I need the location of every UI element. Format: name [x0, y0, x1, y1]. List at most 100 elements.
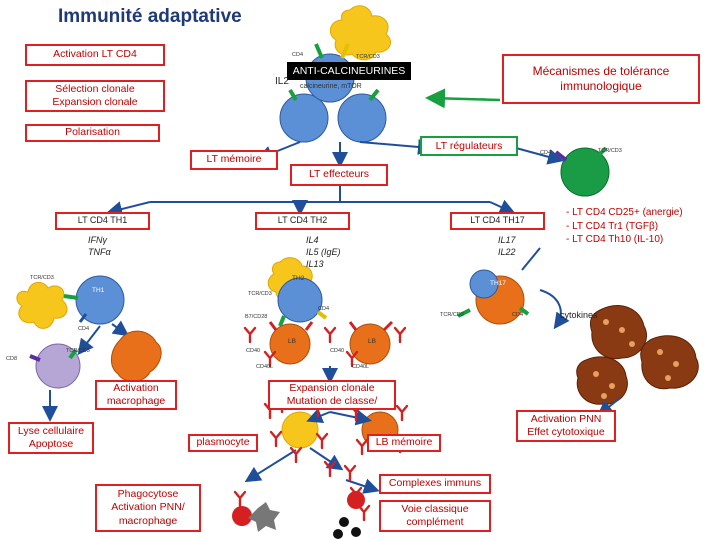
lt-cd4-th2-label: LT CD4 TH2 [277, 215, 328, 226]
lt-cd4-th17-box: LT CD4 TH17 [450, 212, 545, 230]
plasmocyte-cell [281, 411, 319, 449]
cd40-a-label: CD40 [246, 348, 261, 354]
pnn-cell-1 [589, 305, 647, 360]
tcr-reg-label: TCR/CD3 [598, 148, 622, 154]
dendritic-cell-top [329, 5, 391, 61]
cd40-b-label: CD40 [330, 348, 345, 354]
lt-cd4-th1-box: LT CD4 TH1 [55, 212, 150, 230]
lt-effecteurs-box: LT effecteurs [290, 164, 388, 186]
treg-item-th10: - LT CD4 Th10 (IL-10) [566, 234, 664, 245]
selection-line2: Expansion clonale [52, 96, 138, 108]
th1-cytokine-ifng: IFNγ [88, 235, 107, 245]
activation-macrophage-line2: macrophage [106, 395, 166, 407]
th17-cell-label: TH17 [490, 280, 506, 287]
phagocytose-line3: macrophage [118, 514, 178, 527]
t-cell-top-right [337, 93, 387, 143]
tolerance-line1: Mécanismes de tolérance [532, 64, 670, 78]
lt-cd4-th17-label: LT CD4 TH17 [470, 215, 525, 226]
dendritic-cell-left [16, 282, 68, 329]
complexes-immuns-label: Complexes immuns [388, 477, 482, 490]
th1-cell [75, 275, 125, 325]
lyse-line2: Apoptose [28, 438, 74, 450]
treg-item-cd25: - LT CD4 CD25+ (anergie) [566, 207, 683, 218]
plasmocyte-label: plasmocyte [196, 436, 250, 449]
polarisation-label: Polarisation [65, 126, 120, 139]
expansion-mutation-box: Expansion clonale Mutation de classe/ [268, 380, 396, 410]
cd4-th2-label: CD4 [318, 306, 330, 312]
selection-clonale-box: Sélection clonale Expansion clonale [25, 80, 165, 112]
th2-cytokine-il13: IL13 [306, 259, 324, 269]
calcineurine-mtor-label: calcineurine, mTOR [300, 83, 362, 90]
treg-list: - LT CD4 CD25+ (anergie) - LT CD4 Tr1 (T… [566, 206, 683, 247]
voie-line1: Voie classique [401, 502, 469, 515]
phagocytose-box: Phagocytose Activation PNN/ macrophage [95, 484, 201, 532]
b7-label: B7/CD28 [245, 314, 268, 320]
th17-cytokine-il17: IL17 [498, 235, 516, 245]
activation-lt-cd4-label: Activation LT CD4 [53, 48, 137, 61]
tcr-mac-label: TCR/CD3 [66, 348, 90, 354]
tcr-top-label: TCR/CD3 [356, 54, 380, 60]
tcr-th1-label: TCR/CD3 [30, 275, 54, 281]
pnn-cell-2 [640, 335, 699, 390]
th2-cell [277, 277, 323, 323]
activation-macrophage-box: Activation macrophage [95, 380, 177, 410]
polarisation-box: Polarisation [25, 124, 160, 142]
lt-cd4-th1-label: LT CD4 TH1 [77, 215, 128, 226]
lt-memoire-label: LT mémoire [206, 153, 262, 166]
tolerance-box: Mécanismes de tolérance immunologique [502, 54, 700, 104]
voie-classique-box: Voie classique complément [379, 500, 491, 532]
activation-macrophage-line1: Activation [113, 381, 159, 394]
th2-cell-label: TH2 [292, 275, 305, 282]
selection-line1: Sélection clonale [55, 82, 135, 95]
cd8-label: CD8 [6, 356, 18, 362]
lb-cell-2 [349, 323, 391, 365]
th1-cell-label: TH1 [92, 287, 105, 294]
expansion-line1: Expansion clonale [289, 381, 375, 394]
complexes-immuns-box: Complexes immuns [379, 474, 491, 494]
phagocytose-line2: Activation PNN/ [111, 501, 185, 514]
cd40l-b-label: CD40L [352, 364, 370, 370]
cd4-th17-label: CD4 [512, 312, 524, 318]
plasmocyte-box: plasmocyte [188, 434, 258, 452]
cd8-cell [35, 343, 81, 389]
th2-cytokine-il4: IL4 [306, 235, 319, 245]
tcr-th17-label: TCR/CD3 [440, 312, 464, 318]
lyse-line1: Lyse cellulaire [17, 424, 85, 437]
immune-complex-red [232, 506, 252, 526]
voie-line2: complément [406, 516, 464, 528]
lt-cd4-th2-box: LT CD4 TH2 [255, 212, 350, 230]
lb-cell-1 [269, 323, 311, 365]
activation-pnn-line1: Activation PNN [530, 412, 602, 425]
th2-cytokine-il5: IL5 (IgE) [306, 247, 341, 257]
page-title: Immunité adaptative [58, 6, 242, 27]
cytokines-label: cytokines [560, 310, 598, 320]
lb-memoire-box: LB mémoire [367, 434, 441, 452]
th17-top [469, 269, 499, 299]
lb-cell-1-label: LB [288, 338, 296, 345]
activation-pnn-box: Activation PNN Effet cytotoxique [516, 410, 616, 442]
minus-sign: - [480, 88, 486, 108]
lt-regulateurs-box: LT régulateurs [420, 136, 518, 156]
expansion-line2: Mutation de classe/ [286, 395, 378, 407]
th1-cytokine-tnfa: TNFα [88, 247, 111, 257]
cd4-top-label: CD4 [292, 52, 304, 58]
cd40l-a-label: CD40L [256, 364, 274, 370]
treg-item-tr1: - LT CD4 Tr1 (TGFβ) [566, 220, 659, 232]
immune-complex-grey [248, 502, 280, 532]
cd4-th1-label: CD4 [78, 326, 90, 332]
lt-effecteurs-label: LT effecteurs [308, 168, 370, 181]
anti-calcineurines-label: ANTI-CALCINEURINES [292, 65, 406, 77]
tolerance-line2: immunologique [560, 79, 642, 93]
lb-memoire-label: LB mémoire [375, 436, 433, 449]
lt-regulateurs-label: LT régulateurs [435, 140, 503, 152]
anti-calcineurines-banner: ANTI-CALCINEURINES [287, 62, 411, 80]
lt-memoire-box: LT mémoire [190, 150, 278, 170]
cd4-reg-label: CD4 [540, 150, 552, 156]
macrophage [111, 330, 162, 382]
il2-label: IL2 [275, 76, 289, 87]
treg-cell [560, 147, 610, 197]
lb-cell-2-label: LB [368, 338, 376, 345]
tcr-th2-label: TCR/CD3 [248, 291, 272, 297]
th17-cytokine-il22: IL22 [498, 247, 516, 257]
